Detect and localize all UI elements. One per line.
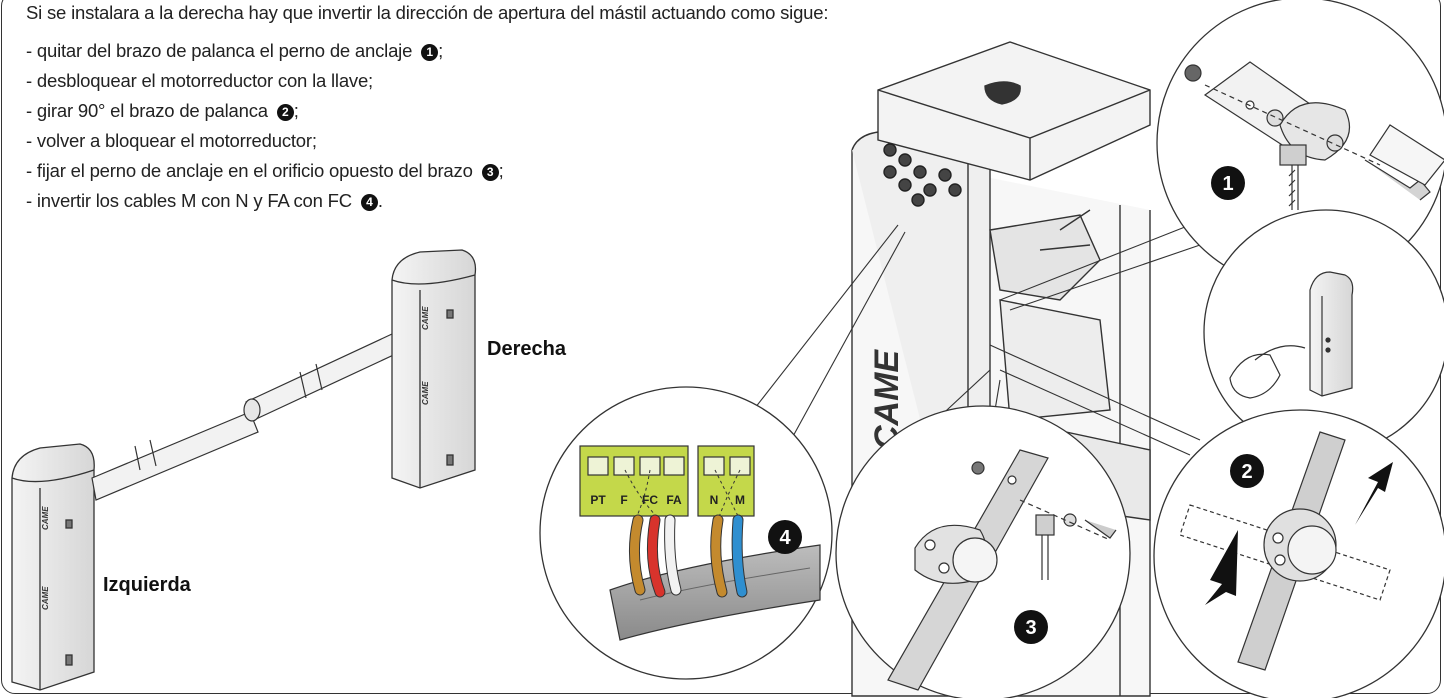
terminal-label: FA [666, 493, 682, 507]
instruction-list: - quitar del brazo de palanca el perno d… [26, 36, 504, 216]
terminal-label: F [620, 493, 627, 507]
step-suffix: ; [293, 100, 299, 121]
step-marker: 4 [360, 193, 378, 211]
step-item: - invertir los cables M con N y FA con F… [26, 186, 504, 216]
callout-2: 2 [1241, 461, 1252, 483]
barrier-left: CAME CAME [11, 443, 95, 691]
step-marker: 1 [421, 43, 439, 61]
step-text: - volver a bloquear el motorreductor; [26, 130, 317, 151]
step-item: - fijar el perno de anclaje en el orific… [26, 156, 504, 186]
step-suffix: ; [438, 40, 444, 61]
step-suffix: . [377, 190, 383, 211]
boom-pole [91, 333, 401, 501]
step-text: - fijar el perno de anclaje en el orific… [26, 160, 478, 181]
step-text: - girar 90° el brazo de palanca [26, 100, 273, 121]
step-suffix: ; [498, 160, 504, 181]
callout-1: 1 [1222, 173, 1233, 195]
detail-circle-4: PT F FC FA N M 4 [539, 386, 833, 680]
terminal-label: FC [642, 493, 658, 507]
brand-mark: CAME [421, 381, 430, 405]
brand-mark: CAME [41, 506, 50, 530]
step-text: - quitar del brazo de palanca el perno d… [26, 40, 418, 61]
detail-circle-3: 3 [835, 405, 1131, 698]
callout-4: 4 [779, 527, 791, 549]
detail-circle-1: 1 [1156, 0, 1444, 289]
brand-mark: CAME [41, 586, 50, 610]
terminal-label: PT [590, 493, 606, 507]
label-right: Derecha [487, 338, 566, 360]
step-item: - girar 90° el brazo de palanca 2; [26, 96, 504, 126]
barrier-right: CAME CAME [391, 249, 477, 489]
brand-mark: CAME [421, 306, 430, 330]
callout-3: 3 [1025, 617, 1036, 639]
leader-lines [729, 224, 1201, 461]
step-item: - quitar del brazo de palanca el perno d… [26, 36, 504, 66]
intro-text: Si se instalara a la derecha hay que inv… [26, 2, 829, 23]
step-text: - desbloquear el motorreductor con la ll… [26, 70, 373, 91]
terminal-label: N [710, 493, 719, 507]
step-marker: 3 [481, 163, 499, 181]
detail-circle-2: 2 [1153, 409, 1444, 698]
step-marker: 2 [276, 103, 294, 121]
detail-circle-key [1203, 209, 1444, 455]
step-text: - invertir los cables M con N y FA con F… [26, 190, 357, 211]
step-item: - desbloquear el motorreductor con la ll… [26, 66, 504, 96]
label-left: Izquierda [103, 574, 191, 596]
step-item: - volver a bloquear el motorreductor; [26, 126, 504, 156]
terminal-label: M [735, 493, 745, 507]
